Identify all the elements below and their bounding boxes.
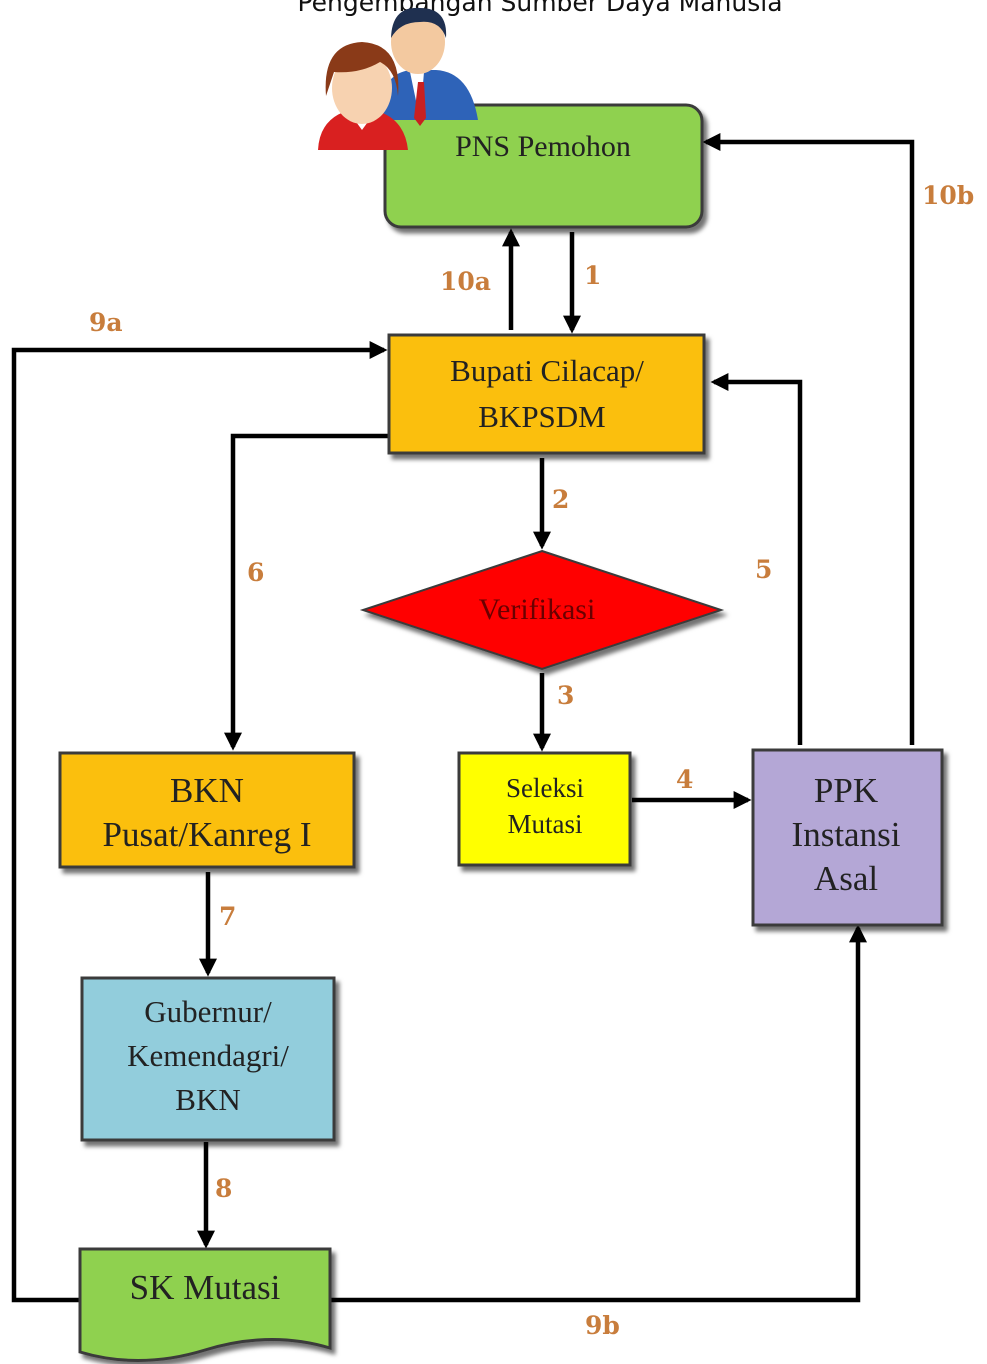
step-label-8: 8 (215, 1174, 232, 1203)
step-label-9a: 9a (89, 308, 123, 337)
node-gubernur-line2: Kemendagri/ (127, 1038, 289, 1073)
step-label-3: 3 (557, 681, 574, 710)
step-label-2: 2 (552, 485, 569, 514)
node-sk-mutasi: SK Mutasi (78, 1247, 332, 1362)
node-ppk: PPK Instansi Asal (751, 748, 944, 927)
node-verifikasi-label: Verifikasi (479, 593, 596, 626)
node-ppk-line1: PPK (814, 771, 878, 810)
node-gubernur-line1: Gubernur/ (144, 994, 272, 1029)
connectors (11, 133, 915, 1303)
node-bupati: Bupati Cilacap/ BKPSDM (387, 333, 706, 455)
node-pns-pemohon: PNS Pemohon (383, 103, 704, 229)
step-label-4: 4 (676, 765, 693, 794)
node-verifikasi: Verifikasi (359, 549, 725, 671)
step-label-1: 1 (584, 261, 601, 290)
node-gubernur-line3: BKN (175, 1082, 240, 1117)
step-label-10b: 10b (922, 181, 974, 210)
step-label-9b: 9b (585, 1311, 620, 1340)
node-seleksi-mutasi: Seleksi Mutasi (457, 751, 632, 867)
node-bkn-line1: BKN (170, 771, 244, 810)
step-label-6: 6 (247, 558, 264, 587)
step-label-5: 5 (755, 555, 772, 584)
step-label-7: 7 (219, 902, 236, 931)
node-sk-label: SK Mutasi (130, 1268, 281, 1307)
node-bupati-line2: BKPSDM (478, 399, 606, 434)
node-bkn-line2: Pusat/Kanreg I (103, 815, 312, 854)
step-labels: 1 10a 2 3 4 5 6 7 8 9a 9b 10b (89, 181, 974, 1340)
node-gubernur: Gubernur/ Kemendagri/ BKN (80, 976, 336, 1142)
step-label-10a: 10a (440, 267, 491, 296)
people-icon (318, 7, 478, 150)
node-bkn-pusat: BKN Pusat/Kanreg I (58, 751, 356, 869)
node-pns-label: PNS Pemohon (455, 130, 631, 163)
node-seleksi-line2: Mutasi (507, 809, 582, 839)
node-ppk-line2: Instansi (792, 815, 901, 854)
node-seleksi-line1: Seleksi (506, 773, 584, 803)
node-ppk-line3: Asal (814, 859, 878, 898)
node-bupati-line1: Bupati Cilacap/ (450, 353, 644, 388)
